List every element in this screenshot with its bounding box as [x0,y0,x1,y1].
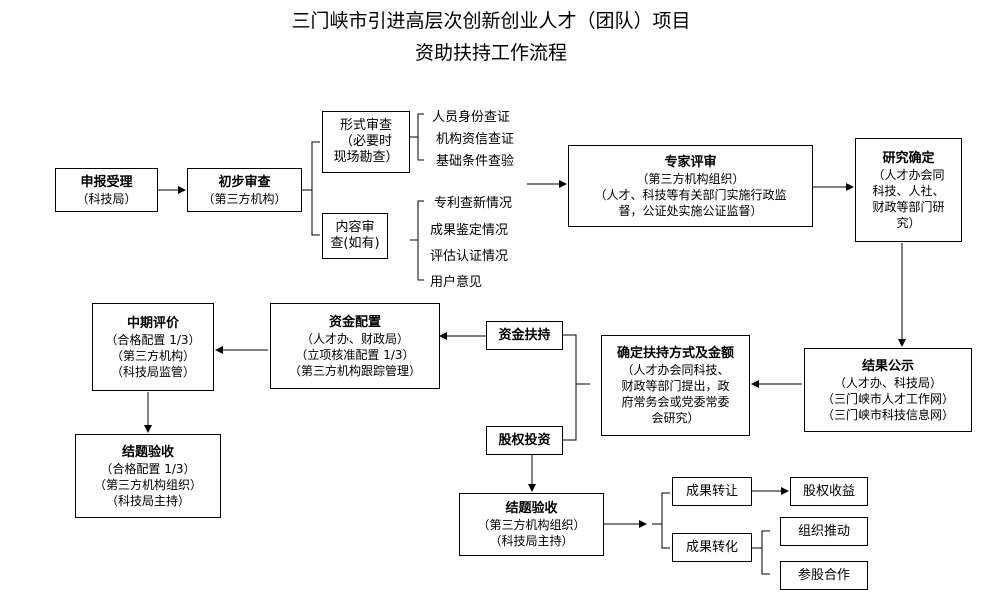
node-line: 成果转化 [685,539,738,555]
node-line: （科技局主持） [105,493,190,508]
node-zhuanjia: 专家评审 （第三方机构组织） （人才、科技等有关部门实施行政监 督，公证处实施公… [568,145,813,227]
node-line: 股权收益 [802,483,855,499]
node-yanjiu: 研究确定 （人才办会同 科技、人社、 财政等部门研 究） [855,138,962,242]
node-line: （合格配置 1/3） [100,461,196,476]
node-line: 究） [896,215,921,230]
node-heading: 专家评审 [664,154,717,170]
node-line: （第三方机构） [110,348,195,363]
node-line: （科技局主持） [489,534,574,548]
node-line: （第三方机构组织） [93,477,202,492]
node-heading: 结题验收 [121,444,174,460]
node-line: 内容审 [335,220,375,235]
check-item: 评估认证情况 [430,249,509,264]
node-line: （人才办、财政局） [300,331,409,346]
node-line: 组织推动 [797,523,850,539]
check-item: 机构资信查证 [436,132,515,147]
node-line: 会研究） [651,411,700,425]
node-line: （必要时 [339,134,392,149]
node-line: 查(如有) [330,236,380,251]
title-line2: 资助扶持工作流程 [414,42,567,64]
node-heading: 中期评价 [126,315,179,331]
node-heading: 申报受理 [80,174,133,190]
node-line: 财政等部门提出，政 [621,379,730,393]
node-line: （三门峡市科技信息网） [821,407,954,422]
node-zhongqi: 中期评价 （合格配置 1/3） （第三方机构） （科技局监管） [92,303,214,391]
node-line: （合格配置 1/3） [105,332,201,347]
check-item: 用户意见 [430,275,483,290]
node-cangu: 参股合作 [780,561,868,590]
node-line: 府常务会或党委常委 [621,395,730,409]
node-zhuanhua: 成果转化 [672,533,752,562]
node-neirong: 内容审 查(如有) [322,213,388,259]
node-heading: 股权投资 [498,433,551,448]
node-line: （科技局） [76,191,137,206]
node-line: 现场勘查） [333,150,399,165]
node-heading: 结题验收 [505,501,558,516]
node-zuzhi: 组织推动 [780,517,868,546]
node-zijinpeizhi: 资金配置 （人才办、财政局） （立项核准配置 1/3） （第三方机构跟踪管理） [270,303,440,389]
node-line: （人才办会同科技、 [621,363,730,377]
node-line: 督，公证处实施公证监督） [618,203,763,218]
node-heading: 研究确定 [882,150,935,166]
node-guquan: 股权投资 [486,426,563,455]
node-line: （第三方机构组织） [636,171,745,186]
node-jieti-right: 结题验收 （第三方机构组织） （科技局主持） [459,493,604,556]
node-line: （第三方机构） [202,191,287,206]
node-line: （立项核准配置 1/3） [295,347,415,362]
node-heading: 资金配置 [328,314,381,330]
node-line: （三门峡市人才工作网） [821,391,954,406]
check-item: 专利查新情况 [434,196,513,211]
node-line: （人才、科技等有关部门实施行政监 [594,187,787,202]
node-line: 成果转让 [685,483,738,499]
node-heading: 初步审查 [218,174,271,190]
node-chubu: 初步审查 （第三方机构） [187,168,302,212]
node-line: 形式审查 [339,118,392,133]
node-heading: 资金扶持 [498,328,551,343]
node-line: （第三方机构跟踪管理） [288,363,421,378]
check-item: 基础条件查验 [436,154,515,169]
node-zijinfuchi: 资金扶持 [486,321,563,350]
node-line: （科技局监管） [110,364,195,379]
node-queding: 确定扶持方式及金额 （人才办会同科技、 财政等部门提出，政 府常务会或党委常委 … [601,335,750,436]
node-shenbao: 申报受理 （科技局） [55,168,158,212]
node-heading: 结果公示 [861,358,914,374]
node-guquanshouyi: 股权收益 [790,477,868,506]
node-zhuanrang: 成果转让 [672,477,752,506]
node-line: 科技、人社、 [872,183,945,198]
check-item: 人员身份查证 [432,110,511,125]
node-line: （人才办会同 [872,167,945,182]
node-xingshi: 形式审查 （必要时 现场勘查） [322,111,410,173]
node-line: 财政等部门研 [872,199,945,214]
node-jieti-left: 结题验收 （合格配置 1/3） （第三方机构组织） （科技局主持） [75,434,221,518]
node-line: （第三方机构组织） [477,518,586,532]
node-heading: 确定扶持方式及金额 [616,346,734,361]
node-line: 参股合作 [797,567,850,583]
node-jieguo: 结果公示 （人才办、科技局） （三门峡市人才工作网） （三门峡市科技信息网） [804,348,972,432]
node-line: （人才办、科技局） [833,375,942,390]
title-line1: 三门峡市引进高层次创新创业人才（团队）项目 [291,10,691,32]
check-item: 成果鉴定情况 [430,223,509,238]
